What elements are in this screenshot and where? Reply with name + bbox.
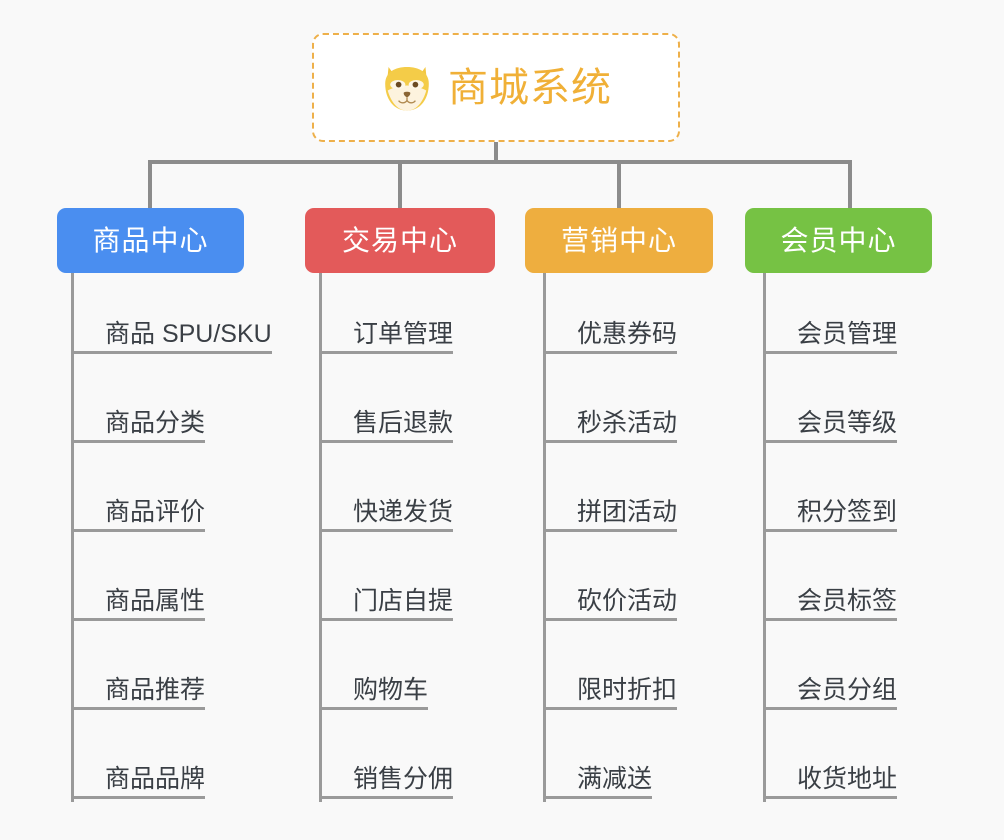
category-label-products: 商品中心 xyxy=(92,224,209,256)
category-box-trade[interactable]: 交易中心 xyxy=(305,208,495,273)
root-node-mall-system[interactable]: 商城系统 xyxy=(312,33,680,142)
leaf-label: 订单管理 xyxy=(353,320,454,349)
leaf-item-member-4[interactable]: 会员标签 xyxy=(763,575,898,621)
leaf-label: 销售分佣 xyxy=(353,765,454,794)
leaf-item-products-6[interactable]: 商品品牌 xyxy=(71,753,206,799)
leaf-item-trade-1[interactable]: 订单管理 xyxy=(319,308,454,354)
leaf-label: 商品品牌 xyxy=(105,765,206,794)
leaf-item-member-1[interactable]: 会员管理 xyxy=(763,308,898,354)
leaf-label: 快递发货 xyxy=(353,498,454,527)
leaf-label: 会员等级 xyxy=(797,409,898,438)
leaf-label: 商品推荐 xyxy=(105,676,206,705)
leaf-label: 秒杀活动 xyxy=(577,409,678,438)
leaf-item-products-3[interactable]: 商品评价 xyxy=(71,486,206,532)
connector-horizontal-bus xyxy=(150,160,850,164)
trunk-line-trade xyxy=(319,273,322,802)
leaf-label: 门店自提 xyxy=(353,587,454,616)
leaf-item-trade-3[interactable]: 快递发货 xyxy=(319,486,454,532)
leaf-item-marketing-6[interactable]: 满减送 xyxy=(543,753,653,799)
leaf-label: 拼团活动 xyxy=(577,498,678,527)
leaf-label: 限时折扣 xyxy=(577,676,678,705)
leaf-item-products-1[interactable]: 商品 SPU/SKU xyxy=(71,308,272,354)
category-label-member: 会员中心 xyxy=(780,224,897,256)
trunk-line-member xyxy=(763,273,766,802)
leaf-item-marketing-4[interactable]: 砍价活动 xyxy=(543,575,678,621)
trunk-line-products xyxy=(71,273,74,802)
leaf-item-trade-6[interactable]: 销售分佣 xyxy=(319,753,454,799)
category-label-marketing: 营销中心 xyxy=(560,224,677,256)
leaf-label: 积分签到 xyxy=(797,498,898,527)
connector-drop-4 xyxy=(848,160,852,208)
leaf-item-marketing-3[interactable]: 拼团活动 xyxy=(543,486,678,532)
leaf-label: 购物车 xyxy=(353,676,429,705)
connector-root-stem xyxy=(494,142,498,164)
leaf-item-member-6[interactable]: 收货地址 xyxy=(763,753,898,799)
leaf-item-marketing-1[interactable]: 优惠券码 xyxy=(543,308,678,354)
leaf-item-marketing-2[interactable]: 秒杀活动 xyxy=(543,397,678,443)
leaf-item-marketing-5[interactable]: 限时折扣 xyxy=(543,664,678,710)
trunk-line-marketing xyxy=(543,273,546,802)
leaf-item-member-5[interactable]: 会员分组 xyxy=(763,664,898,710)
leaf-label: 砍价活动 xyxy=(577,587,678,616)
connector-drop-2 xyxy=(398,160,402,208)
leaf-label: 售后退款 xyxy=(353,409,454,438)
connector-drop-1 xyxy=(148,160,152,208)
leaf-label: 商品 SPU/SKU xyxy=(105,320,272,349)
category-box-member[interactable]: 会员中心 xyxy=(745,208,932,273)
root-node-title: 商城系统 xyxy=(448,65,612,110)
leaf-item-products-4[interactable]: 商品属性 xyxy=(71,575,206,621)
connector-drop-3 xyxy=(617,160,621,208)
leaf-item-products-2[interactable]: 商品分类 xyxy=(71,397,206,443)
shiba-dog-face-icon xyxy=(385,66,429,111)
leaf-item-products-5[interactable]: 商品推荐 xyxy=(71,664,206,710)
leaf-label: 商品属性 xyxy=(105,587,206,616)
category-box-marketing[interactable]: 营销中心 xyxy=(525,208,713,273)
leaf-label: 满减送 xyxy=(577,765,653,794)
leaf-label: 收货地址 xyxy=(797,765,898,794)
leaf-item-member-3[interactable]: 积分签到 xyxy=(763,486,898,532)
leaf-label: 商品分类 xyxy=(105,409,206,438)
leaf-label: 会员标签 xyxy=(797,587,898,616)
category-label-trade: 交易中心 xyxy=(341,224,458,256)
leaf-label: 会员分组 xyxy=(797,676,898,705)
leaf-label: 会员管理 xyxy=(797,320,898,349)
leaf-label: 优惠券码 xyxy=(577,320,678,349)
leaf-item-trade-2[interactable]: 售后退款 xyxy=(319,397,454,443)
leaf-item-trade-5[interactable]: 购物车 xyxy=(319,664,429,710)
category-box-products[interactable]: 商品中心 xyxy=(57,208,244,273)
leaf-item-member-2[interactable]: 会员等级 xyxy=(763,397,898,443)
leaf-label: 商品评价 xyxy=(105,498,206,527)
leaf-item-trade-4[interactable]: 门店自提 xyxy=(319,575,454,621)
